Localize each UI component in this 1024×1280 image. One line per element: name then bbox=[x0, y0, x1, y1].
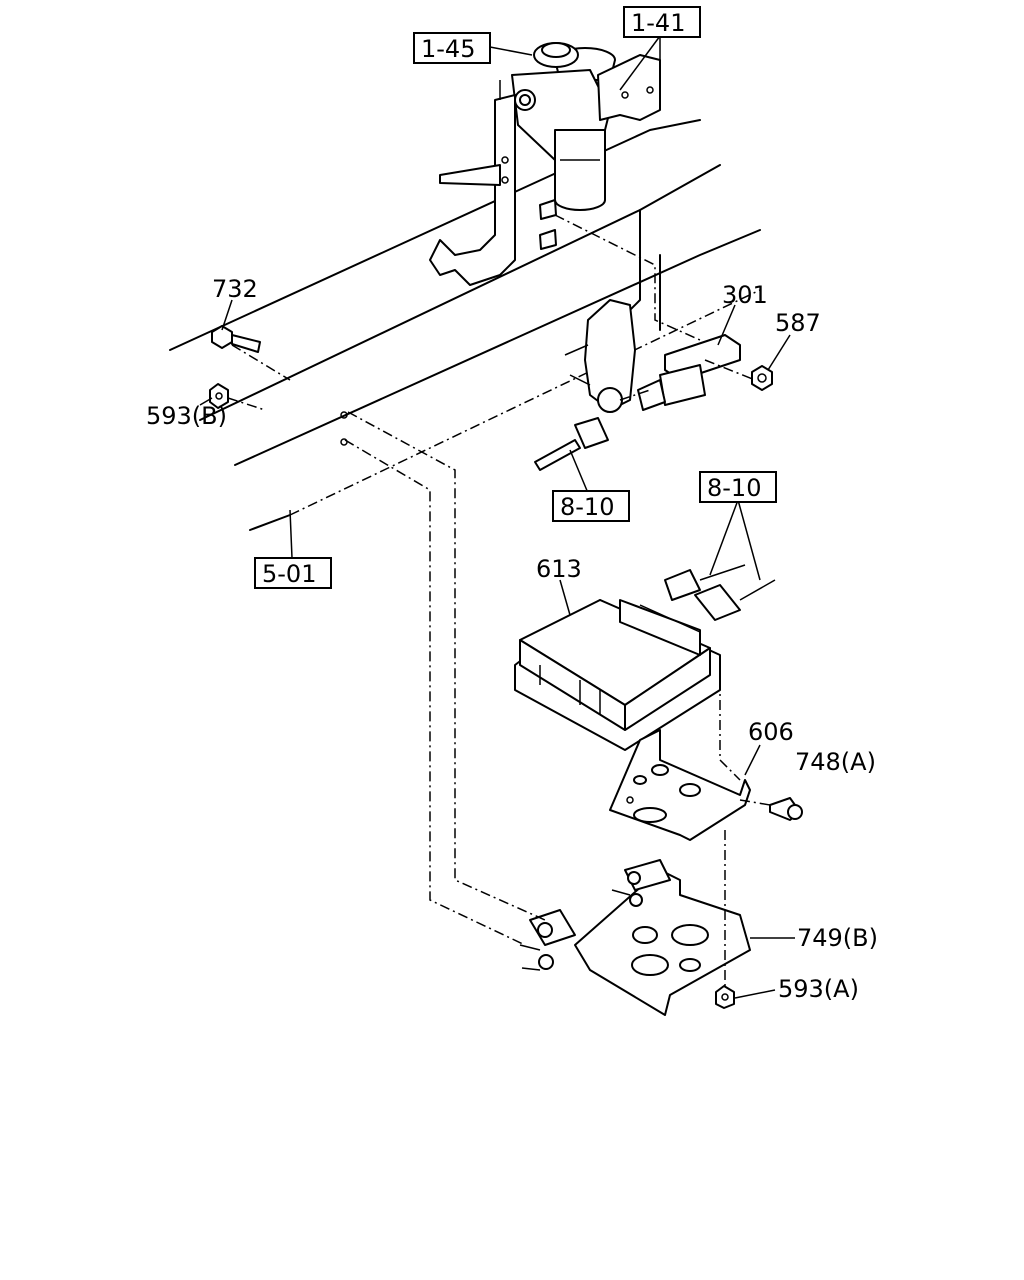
label-749b[interactable]: 749(B) bbox=[797, 924, 878, 952]
callout-labels: 1-45 1-41 732 593(B) 301 587 8-10 8-10 5… bbox=[146, 6, 878, 1003]
label-593a[interactable]: 593(A) bbox=[778, 975, 859, 1003]
label-1-45[interactable]: 1-45 bbox=[421, 35, 475, 63]
ref-box-1-41 bbox=[623, 6, 701, 38]
label-1-41[interactable]: 1-41 bbox=[631, 9, 685, 37]
leader-lines bbox=[199, 35, 795, 999]
frame-rail bbox=[169, 119, 761, 531]
bolt-748a bbox=[769, 797, 803, 821]
nut-593b bbox=[209, 383, 229, 409]
label-613[interactable]: 613 bbox=[536, 555, 582, 583]
alignment-lines bbox=[227, 214, 771, 990]
nut-593a bbox=[715, 985, 735, 1009]
label-8-10-lower[interactable]: 8-10 bbox=[560, 493, 614, 521]
label-587[interactable]: 587 bbox=[775, 309, 821, 337]
bracket-749b bbox=[519, 859, 751, 1016]
connector-plugs-8-10 bbox=[664, 564, 776, 621]
label-5-01[interactable]: 5-01 bbox=[262, 560, 316, 588]
ref-box-8-10-upper bbox=[699, 471, 777, 503]
upper-filter-assembly bbox=[429, 42, 661, 286]
label-732[interactable]: 732 bbox=[212, 275, 258, 303]
connector-301 bbox=[637, 334, 741, 411]
nut-587 bbox=[751, 365, 773, 391]
control-unit-613 bbox=[514, 599, 721, 751]
frame-mount bbox=[564, 299, 636, 413]
ref-box-1-45 bbox=[413, 32, 491, 64]
label-593b[interactable]: 593(B) bbox=[146, 402, 227, 430]
ref-box-5-01 bbox=[254, 557, 332, 589]
bracket-606 bbox=[609, 729, 751, 841]
ref-box-8-10-lower bbox=[552, 490, 630, 522]
harness-plug bbox=[534, 417, 609, 471]
bolt-732 bbox=[211, 325, 261, 353]
label-606[interactable]: 606 bbox=[748, 718, 794, 746]
label-8-10-upper[interactable]: 8-10 bbox=[707, 474, 761, 502]
label-748a[interactable]: 748(A) bbox=[795, 748, 876, 776]
label-301[interactable]: 301 bbox=[722, 281, 768, 309]
